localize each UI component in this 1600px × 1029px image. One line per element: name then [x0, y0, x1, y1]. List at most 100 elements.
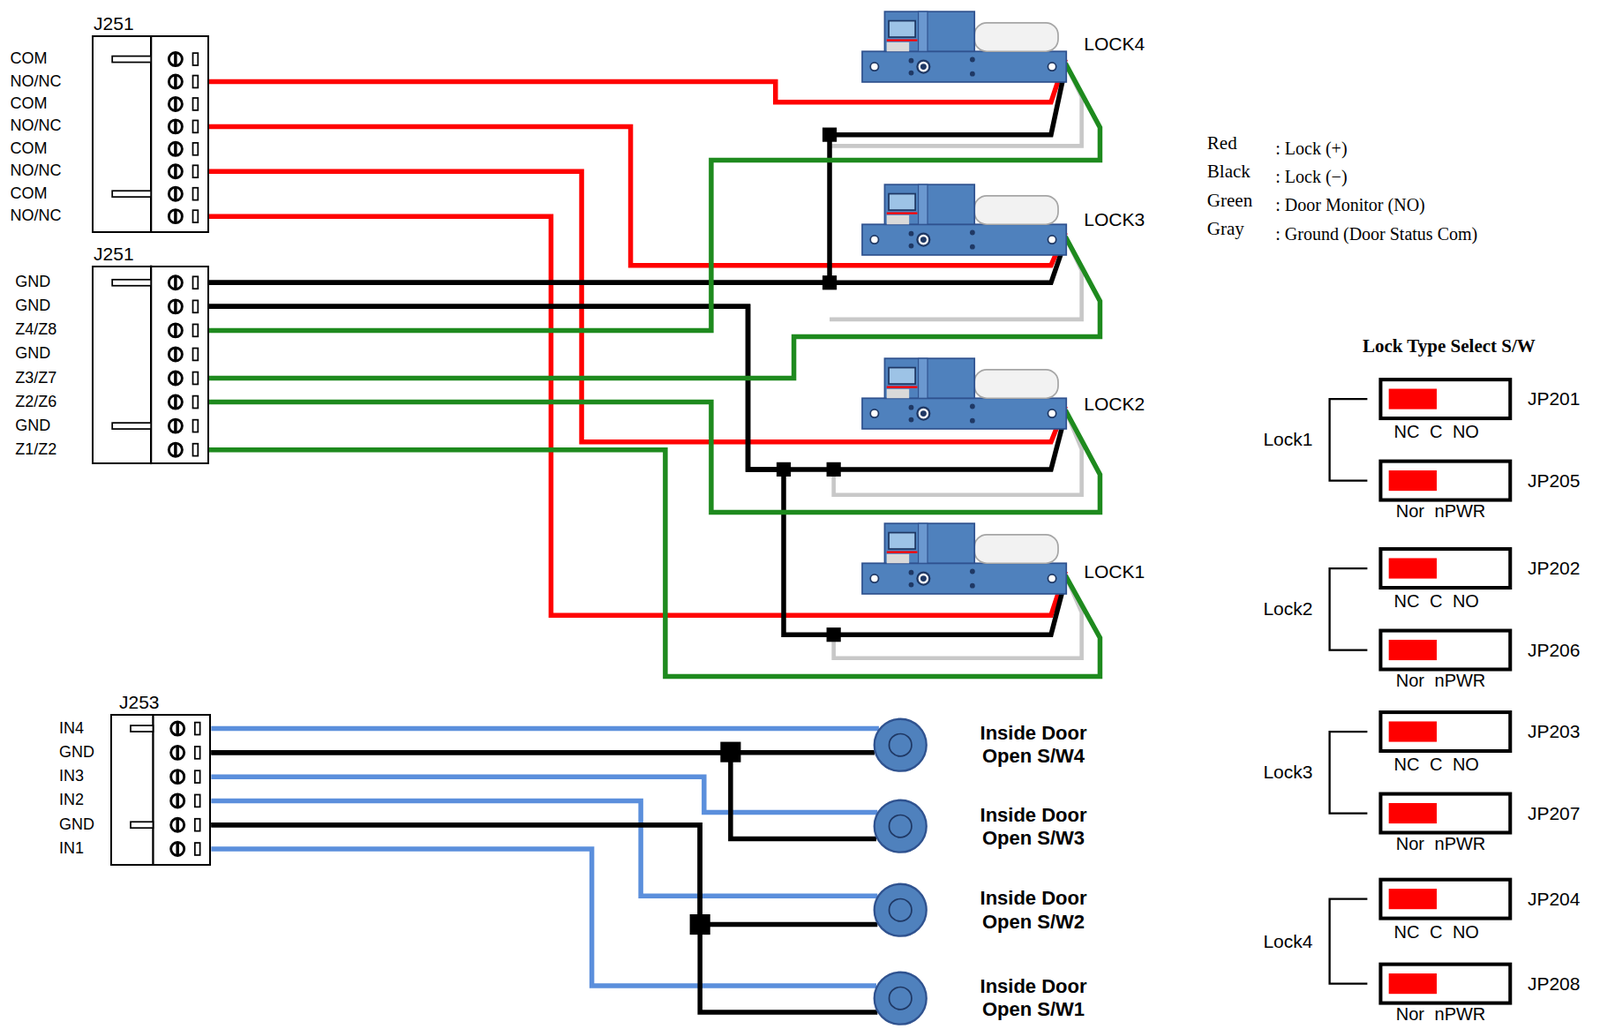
jumper-name: JP204 — [1527, 888, 1581, 909]
terminal-screw-slot — [173, 75, 177, 89]
pin-name: IN2 — [59, 792, 84, 811]
group-bracket — [1329, 398, 1368, 481]
switch-name: Inside Door Open S/W4 — [958, 721, 1109, 769]
electric-lock: LOCK4 — [862, 10, 1067, 83]
electric-lock: LOCK2 — [862, 357, 1067, 429]
terminal-pin — [195, 722, 201, 736]
terminal-pin — [193, 443, 199, 457]
jumper-slider — [1389, 973, 1437, 994]
jumper-positions: NC C NO — [1393, 591, 1479, 611]
terminal-pin — [195, 794, 201, 807]
terminal-screw — [168, 97, 182, 111]
jumper-name: JP208 — [1527, 973, 1581, 994]
terminal-pin — [195, 746, 201, 759]
terminal-screw — [171, 818, 185, 832]
wire — [209, 236, 1100, 378]
pin-name: COM — [10, 95, 48, 113]
pin-name: GND — [15, 273, 51, 292]
terminal-pin — [193, 75, 199, 89]
wire — [209, 450, 1100, 677]
terminal-screw-slot — [173, 323, 177, 338]
terminal-screw-slot — [175, 770, 179, 784]
terminal-screw — [168, 395, 182, 409]
legend-color-name: Red — [1207, 133, 1238, 154]
jumper-name: JP207 — [1527, 803, 1581, 824]
terminal-pin — [193, 420, 199, 433]
lock-group-name: Lock2 — [1262, 599, 1313, 620]
terminal-pin — [193, 396, 199, 409]
wire — [210, 825, 878, 1013]
jumper-switch — [1380, 879, 1510, 919]
jumper-switch — [1380, 548, 1510, 588]
section-title: Lock Type Select S/W — [1362, 337, 1536, 358]
push-button: Inside Door Open S/W1 — [872, 970, 928, 1026]
connector-divider — [151, 713, 154, 865]
jumper-positions: Nor nPWR — [1396, 1004, 1487, 1024]
jumper-name: JP201 — [1527, 389, 1581, 410]
pin-name: NO/NC — [10, 207, 62, 226]
wire — [209, 63, 1100, 331]
terminal-screw-slot — [173, 347, 177, 361]
terminal-screw — [168, 75, 182, 89]
terminal-screw-slot — [173, 371, 177, 385]
push-button: Inside Door Open S/W3 — [872, 798, 928, 854]
pin-name: GND — [15, 297, 51, 316]
terminal-screw-slot — [175, 818, 179, 832]
pin-name: IN3 — [59, 767, 84, 786]
connector-divider — [150, 265, 152, 465]
group-bracket — [1329, 731, 1368, 814]
pin-name: IN1 — [59, 840, 84, 858]
terminal-screw-slot — [173, 165, 177, 179]
jumper-positions: Nor nPWR — [1396, 670, 1487, 691]
terminal-pin — [193, 323, 199, 337]
jumper-positions: NC C NO — [1393, 421, 1479, 442]
terminal-pin — [193, 142, 199, 156]
jumper-slider — [1389, 389, 1437, 410]
terminal-screw-slot — [173, 276, 177, 290]
jumper-name: JP202 — [1527, 557, 1581, 579]
group-bracket — [1329, 899, 1368, 985]
lock-name: LOCK2 — [1083, 393, 1145, 415]
terminal-screw — [171, 745, 185, 759]
terminal-screw — [168, 187, 182, 201]
jumper-switch — [1380, 630, 1510, 670]
pin-name: Z3/Z7 — [15, 369, 57, 388]
connector-latch — [112, 56, 151, 63]
connector-latch — [112, 279, 151, 286]
switch-name: Inside Door Open S/W1 — [958, 974, 1109, 1022]
legend-color-name: Gray — [1207, 219, 1245, 241]
jumper-slider — [1389, 557, 1437, 579]
connector-name: J253 — [119, 691, 160, 714]
pin-name: GND — [15, 345, 51, 364]
lock-name: LOCK1 — [1083, 561, 1145, 583]
terminal-screw — [171, 841, 185, 856]
pin-name: NO/NC — [10, 162, 62, 181]
pin-name: NO/NC — [10, 73, 62, 91]
jumper-slider — [1389, 639, 1437, 661]
terminal-screw — [168, 210, 182, 224]
pin-name: GND — [59, 816, 95, 834]
terminal-pin — [193, 300, 199, 313]
jumper-switch — [1380, 712, 1510, 752]
wire — [210, 726, 879, 732]
pin-name: GND — [15, 417, 51, 436]
wire — [210, 825, 878, 925]
terminal-pin — [193, 210, 199, 223]
pin-name: COM — [10, 50, 48, 68]
electric-lock: LOCK3 — [862, 183, 1067, 256]
terminal-pin — [193, 187, 199, 201]
pin-name: COM — [10, 185, 48, 203]
terminal-screw — [168, 276, 182, 290]
group-bracket — [1329, 568, 1368, 651]
jumper-positions: NC C NO — [1393, 754, 1479, 774]
terminal-screw-slot — [173, 187, 177, 201]
lock-group-name: Lock4 — [1262, 931, 1313, 952]
button-symbol — [872, 882, 928, 938]
terminal-screw-slot — [173, 419, 177, 433]
legend-meaning: : Door Monitor (NO) — [1275, 195, 1425, 215]
pin-name: Z2/Z6 — [15, 393, 57, 412]
switch-name: Inside Door Open S/W2 — [958, 886, 1109, 934]
terminal-screw-slot — [173, 210, 177, 224]
terminal-screw — [171, 794, 185, 808]
